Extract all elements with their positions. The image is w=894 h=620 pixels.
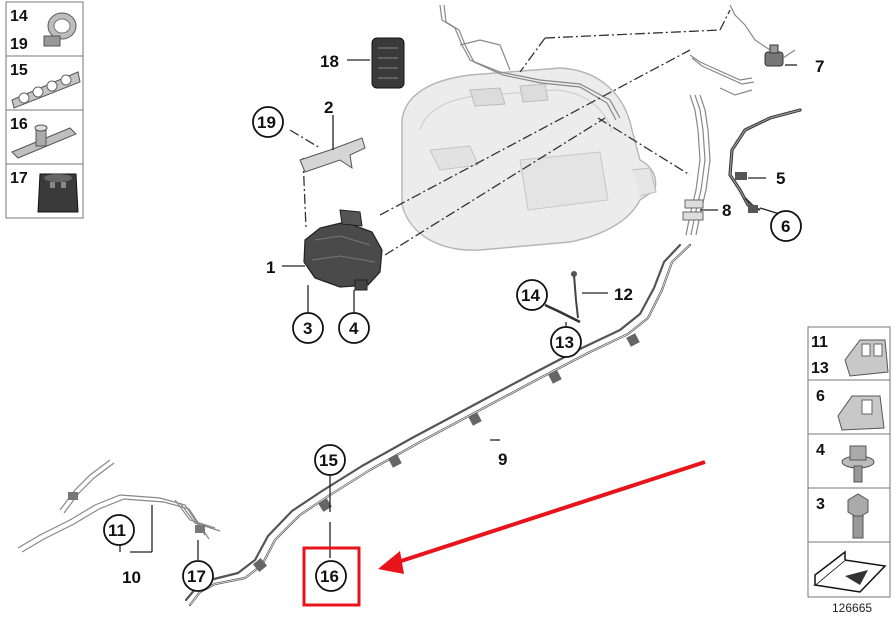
callout-16: 16 [320,567,339,586]
highlight-box [302,546,361,607]
callout-6-circle [770,210,802,242]
callout-14: 14 [521,286,540,305]
callout-3-circle [292,312,324,344]
rubber-grommet-icon [37,173,79,213]
callout-15-circle [314,444,346,476]
single-clip-icon [837,395,885,431]
hose-clamp-icon [43,12,77,47]
callout-labels: 18 2 19 1 3 4 7 5 6 8 14 12 13 9 15 16 1… [103,52,824,592]
bracket-2 [299,137,366,173]
hose-12 [544,271,581,324]
callout-11: 11 [108,521,126,540]
valve-7 [764,44,796,67]
left-legend-label-17: 17 [10,170,28,187]
collar-bolt-icon [841,445,875,483]
right-legend-label-3: 3 [816,496,825,513]
left-legend-label-15: 15 [10,62,28,79]
callout-14-circle [516,279,548,311]
multi-clip-icon [11,71,81,109]
callout-18: 18 [320,52,339,71]
callout-11-circle [103,514,135,546]
left-legend: 14 19 15 16 17 [5,1,84,219]
leader-lines [119,59,797,560]
callout-8: 8 [722,201,731,220]
callout-10: 10 [122,568,141,587]
shim-plate-icon [813,550,887,593]
callout-7: 7 [815,57,824,76]
callout-15: 15 [319,451,338,470]
right-legend-label-11: 11 [811,334,828,351]
callout-3: 3 [303,319,312,338]
callout-2: 2 [324,98,333,117]
right-legend: 11 13 6 4 3 [807,326,891,598]
callout-12: 12 [614,285,633,304]
pad-18 [371,37,405,89]
callout-6: 6 [781,217,790,236]
callout-19: 19 [257,113,276,132]
activated-charcoal-canister-1 [303,209,383,291]
highlight-arrow-head [378,551,404,574]
callout-13: 13 [555,333,574,352]
tank-vent-lines [439,4,771,121]
callout-4-circle [338,312,370,344]
highlight-annotation [302,460,706,607]
fuel-hose-5 [728,108,802,207]
callout-16-circle [315,560,347,592]
right-legend-label-4: 4 [816,442,825,459]
reference-number: 126665 [832,601,872,615]
callout-17: 17 [187,567,206,586]
hex-bolt-icon [847,493,869,539]
fuel-line-9 [184,243,692,607]
fuel-line-assembly-10 [17,459,221,553]
callout-1: 1 [266,258,275,277]
callout-9: 9 [498,450,507,469]
pipe-holder-icon [11,124,77,159]
callout-19-circle [252,106,284,138]
callout-13-circle [550,326,582,358]
callout-4: 4 [349,319,359,338]
right-legend-label-13: 13 [811,360,829,377]
left-legend-label-16: 16 [10,116,28,133]
connector-6 [744,197,761,213]
highlight-arrow-line [394,460,706,565]
assembly-reference-lines [289,9,731,256]
left-legend-label-14: 14 [10,8,28,25]
right-legend-label-6: 6 [816,388,825,405]
left-legend-label-19: 19 [10,36,28,53]
callout-17-circle [182,560,214,592]
fuel-tank [401,67,657,251]
fuel-line-assembly-8 [682,87,753,236]
callout-5: 5 [776,169,785,188]
double-clip-icon [844,339,889,377]
